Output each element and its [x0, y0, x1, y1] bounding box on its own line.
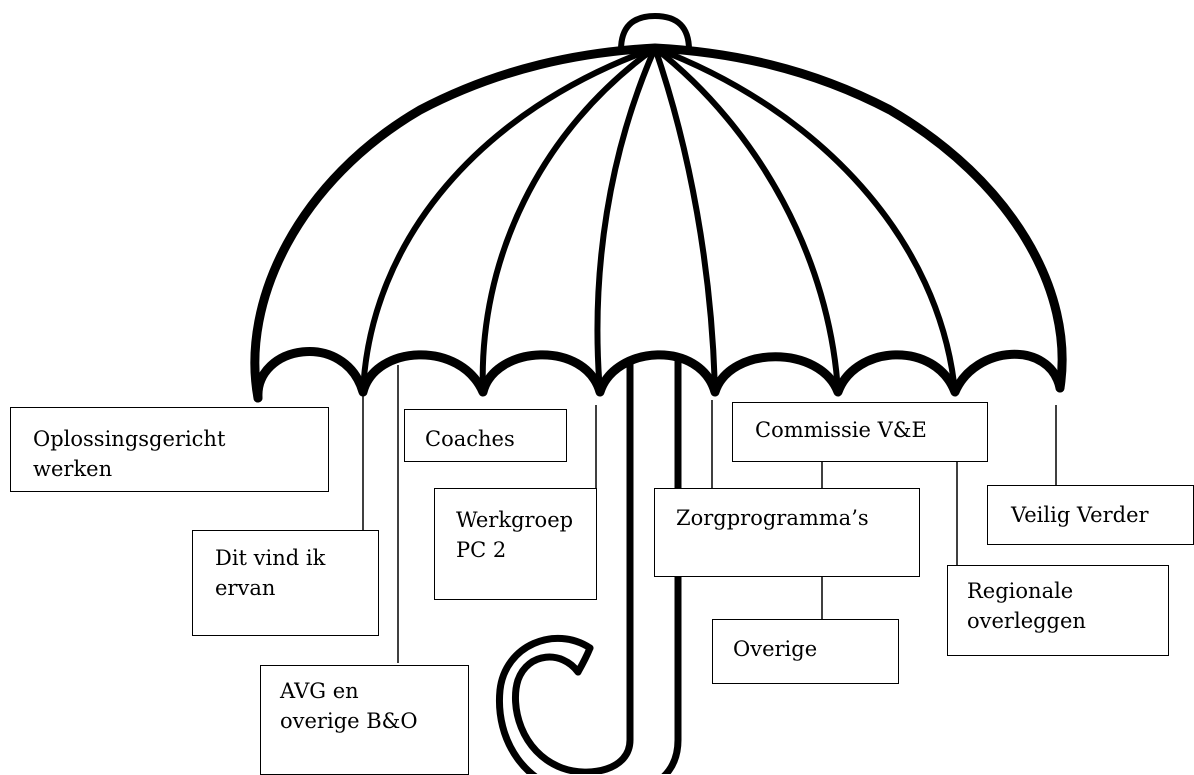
label-avg: AVG en overige B&O: [260, 665, 469, 775]
label-overige: Overige: [712, 619, 899, 684]
umbrella-ribs: [360, 45, 958, 395]
connector-lines: [362, 365, 1057, 663]
label-oplossingsgericht: Oplossingsgericht werken: [10, 407, 329, 492]
label-zorgprogrammas: Zorgprogramma’s: [654, 488, 920, 577]
label-dit-vind-ik: Dit vind ik ervan: [192, 530, 379, 636]
umbrella-knob: [618, 13, 692, 53]
umbrella-handle-inner: [495, 356, 682, 774]
umbrella-canopy-outline: [250, 43, 1067, 403]
umbrella-hem: [253, 347, 1065, 403]
label-coaches: Coaches: [404, 409, 567, 462]
label-regionale: Regionale overleggen: [947, 565, 1169, 656]
label-commissie: Commissie V&E: [732, 402, 988, 462]
label-werkgroep: Werkgroep PC 2: [434, 488, 597, 600]
umbrella-handle-outer: [512, 356, 634, 774]
umbrella-handle-tip: [574, 644, 594, 676]
label-veilig-verder: Veilig Verder: [987, 485, 1194, 545]
